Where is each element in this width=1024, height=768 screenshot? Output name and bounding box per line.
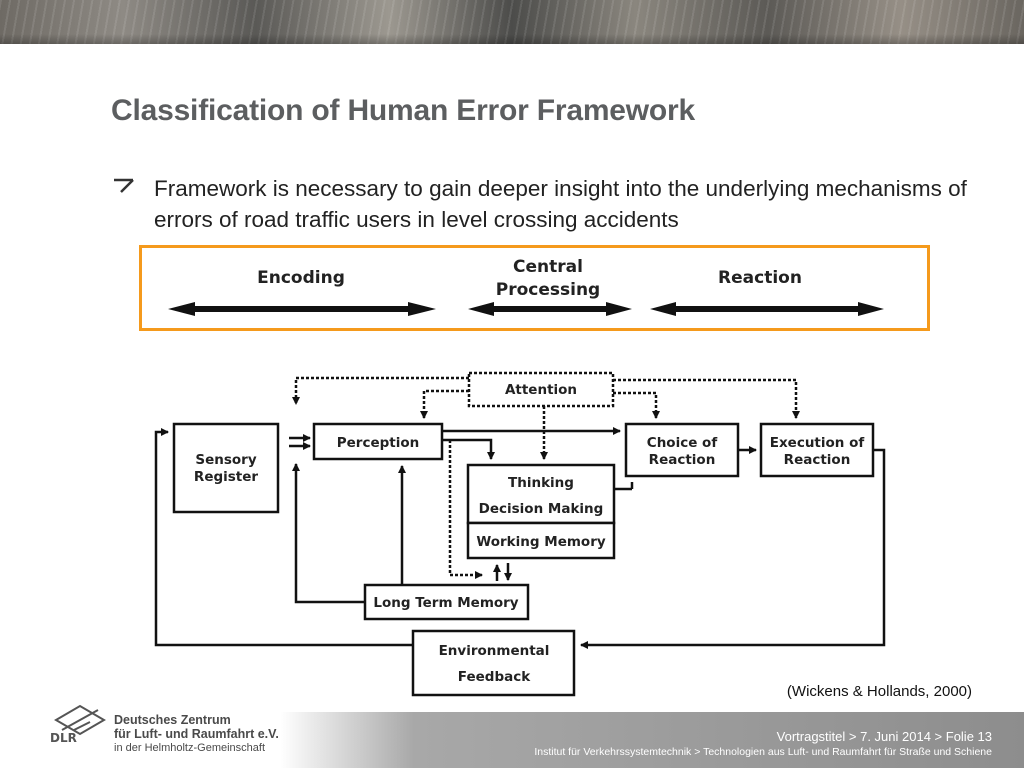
environmental-feedback-box: [411, 629, 576, 697]
dlr-organization-name: Deutsches Zentrum für Luft- und Raumfahr…: [114, 713, 279, 755]
execution-of-reaction-label-line1: Execution of: [770, 435, 865, 451]
citation-text: (Wickens & Hollands, 2000): [786, 683, 972, 700]
slide-title: Classification of Human Error Framework: [111, 94, 696, 127]
stage-encoding-arrow: [168, 302, 436, 316]
sensory-register-label-line1: Sensory: [195, 452, 256, 468]
header-banner-image: [0, 0, 1024, 44]
sensory-register-label-line2: Register: [194, 469, 258, 485]
attention-dotted-connectors: [292, 376, 800, 579]
logo-line2: für Luft- und Raumfahrt e.V.: [114, 727, 279, 741]
choice-of-reaction-label-line2: Reaction: [649, 452, 716, 468]
stage-central-processing-label-line2: Processing: [496, 280, 600, 300]
footer-bar: [280, 712, 1024, 768]
stage-reaction-label: Reaction: [718, 268, 802, 288]
choice-of-reaction-box: [624, 422, 740, 478]
logo-line3: in der Helmholtz-Gemeinschaft: [114, 742, 266, 754]
stage-reaction-arrow: [650, 302, 884, 316]
footer-presentation-info: Vortragstitel > 7. Juni 2014 > Folie 13: [776, 729, 992, 744]
stage-encoding-label: Encoding: [257, 268, 345, 288]
stage-central-processing-label-line1: Central: [513, 257, 583, 277]
environmental-feedback-label-line1: Environmental: [439, 643, 550, 659]
perception-box: [312, 422, 444, 461]
stage-central-processing-arrow: [468, 302, 632, 316]
perception-label: Perception: [337, 435, 420, 451]
dlr-logo-wordmark: DLR: [50, 731, 77, 744]
attention-label: Attention: [505, 382, 577, 398]
sensory-register-box: [172, 422, 280, 514]
bullet-text: Framework is necessary to gain deeper in…: [154, 176, 967, 232]
working-memory-label: Working Memory: [476, 534, 606, 550]
environmental-feedback-label-line2: Feedback: [458, 669, 531, 685]
bullet-arrow-icon: [114, 178, 134, 193]
footer-institute-info: Institut für Verkehrssystemtechnik > Tec…: [534, 746, 992, 758]
attention-box: [467, 371, 615, 408]
execution-of-reaction-box: [759, 422, 875, 478]
processing-stages-box: [139, 245, 930, 331]
thinking-label: Thinking: [508, 475, 574, 491]
thinking-decision-box: [466, 463, 616, 525]
long-term-memory-label: Long Term Memory: [373, 595, 518, 611]
execution-of-reaction-label-line2: Reaction: [784, 452, 851, 468]
flow-connectors: [154, 427, 886, 649]
working-memory-box: [466, 521, 616, 560]
logo-line1: Deutsches Zentrum: [114, 713, 231, 727]
choice-of-reaction-label-line1: Choice of: [647, 435, 718, 451]
dlr-logo-icon: DLR: [50, 704, 106, 744]
decision-making-label: Decision Making: [479, 501, 604, 517]
